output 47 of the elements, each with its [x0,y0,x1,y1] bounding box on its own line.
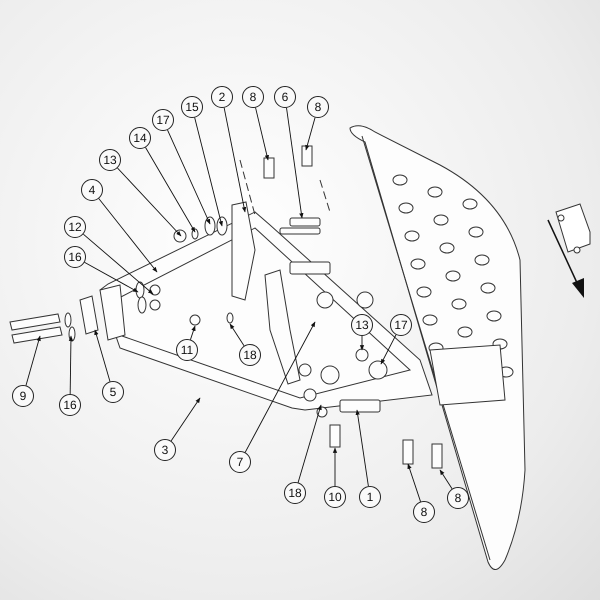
callout-number: 15 [181,96,203,118]
callout-number: 1 [359,486,381,508]
callout-number: 8 [447,487,469,509]
callout-number: 17 [152,109,174,131]
leader-line [145,147,196,232]
callout-number: 2 [211,86,233,108]
callout-number: 4 [81,179,103,201]
leader-line [360,336,364,351]
callout-number: 12 [64,216,86,238]
callout-number: 16 [59,394,81,416]
callout-number: 8 [413,501,435,523]
leader-line [380,334,396,364]
leader-line [255,107,269,161]
callout-number: 16 [64,246,86,268]
leader-line [26,335,41,386]
leader-line [286,107,304,219]
leader-line [305,117,316,151]
callout-number: 8 [307,96,329,118]
leader-line [167,130,210,224]
callout-number: 3 [154,439,176,461]
leader-line [298,404,322,483]
callout-number: 7 [229,451,251,473]
callout-number: 10 [324,486,346,508]
callout-number: 5 [102,381,124,403]
leader-line [94,329,110,382]
callout-number: 17 [390,314,412,336]
leader-line [68,335,74,394]
leader-line [190,326,196,340]
callout-number: 14 [129,127,151,149]
leader-line [244,322,316,453]
leader-line [224,107,246,213]
callout-number: 6 [274,86,296,108]
leader-line [117,168,182,236]
leader-line [440,470,452,490]
callout-number: 9 [12,385,34,407]
callout-number: 8 [242,86,264,108]
leader-line [84,262,138,292]
leader-line [356,409,369,487]
callout-number: 18 [284,482,306,504]
leader-line [194,117,223,227]
leader-line [332,447,338,486]
leader-line [98,198,158,272]
leader-line [170,398,200,442]
leader-line [408,464,421,502]
callout-number: 13 [99,149,121,171]
leader-line [82,234,154,294]
leader-line [230,324,244,346]
